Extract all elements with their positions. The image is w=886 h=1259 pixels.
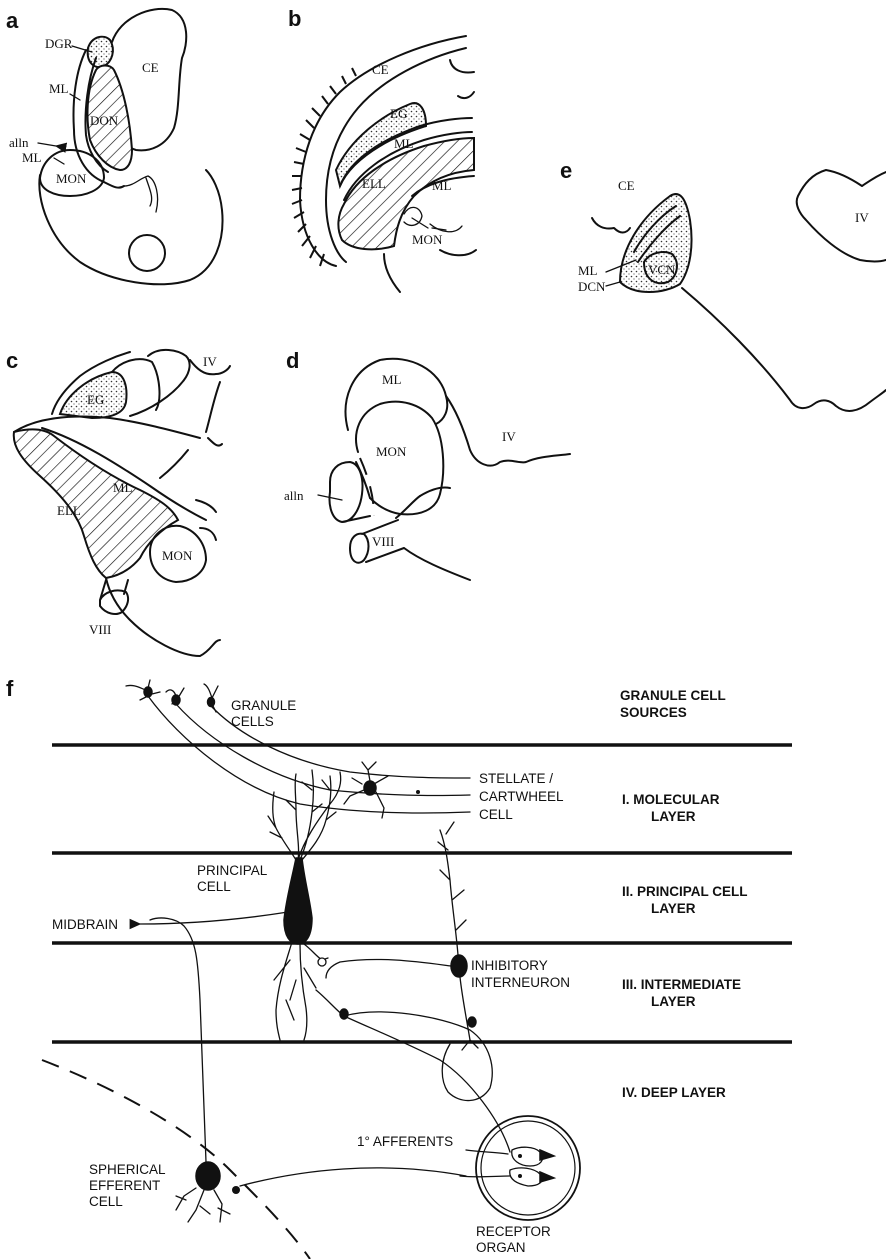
primary-afferents xyxy=(316,990,510,1154)
panel-a-alln-arrow xyxy=(38,143,56,146)
panel-c-ml-label: ML xyxy=(113,480,133,495)
panel-a-ml-top-label: ML xyxy=(49,81,69,96)
panel-e-cerebellum-edge xyxy=(592,218,630,233)
receptor-label-2: ORGAN xyxy=(476,1240,526,1255)
panel-d-alln-label: alln xyxy=(284,488,304,503)
panel-c-ell-label: ELL xyxy=(57,503,81,518)
panel-d-alln-tube xyxy=(330,462,371,522)
principal-cell xyxy=(268,770,341,1040)
panel-e-vcn-label: VCN xyxy=(648,262,676,277)
panel-a-letter: a xyxy=(6,8,19,33)
panel-b-lower-outline xyxy=(384,250,476,292)
panel-d-mon-label: MON xyxy=(376,444,407,459)
granule-cells-label-1: GRANULE xyxy=(231,698,296,713)
panel-b-ce-upper xyxy=(450,60,474,98)
panel-e-ce-label: CE xyxy=(618,178,635,193)
panel-e-dcn-region xyxy=(620,194,692,292)
panel-a-brainstem-outline xyxy=(39,170,222,284)
panel-c-eg-label: EG xyxy=(87,392,104,407)
panel-c-viii-label: VIII xyxy=(89,622,111,637)
spherical-label-3: CELL xyxy=(89,1194,123,1209)
panel-e-dcn-label: DCN xyxy=(578,279,606,294)
inhibitory-label-1: INHIBITORY xyxy=(471,958,548,973)
panel-a-dgr-label: DGR xyxy=(45,36,73,51)
midbrain-label: MIDBRAIN xyxy=(52,917,118,932)
panel-e-ml-label: ML xyxy=(578,263,598,278)
layer-sources-label-1: GRANULE CELL xyxy=(620,688,726,703)
panel-a-don-label: DON xyxy=(90,113,119,128)
panel-b-letter: b xyxy=(288,6,301,31)
stellate-label-3: CELL xyxy=(479,807,513,822)
panel-e-iv-label: IV xyxy=(855,210,869,225)
panel-b-mon-label: MON xyxy=(412,232,443,247)
panel-e-letter: e xyxy=(560,158,572,183)
panel-c-brainstem-outline xyxy=(106,578,220,656)
panel-d: d ML MON IV alln VIII xyxy=(284,348,570,580)
panel-c: c IV EG ML ELL MON VIII xyxy=(6,348,230,656)
receptor-label-1: RECEPTOR xyxy=(476,1224,551,1239)
panel-a-alln-label: alln xyxy=(9,135,29,150)
spherical-label-1: SPHERICAL xyxy=(89,1162,166,1177)
panel-d-letter: d xyxy=(286,348,299,373)
panel-b-ell-label: ELL xyxy=(362,176,386,191)
panel-b-ml-bottom-label: ML xyxy=(432,178,452,193)
panel-d-viii-label: VIII xyxy=(372,534,394,549)
panel-a-ml-bottom-label: ML xyxy=(22,150,42,165)
panel-c-iv-label: IV xyxy=(203,354,217,369)
panel-e-fourth-ventricle xyxy=(797,170,886,262)
layer-sources-label-2: SOURCES xyxy=(620,705,687,720)
panel-a-mon-label: MON xyxy=(56,171,87,186)
layer-intermediate-label-1: III. INTERMEDIATE xyxy=(622,977,741,992)
panel-b-ml-top-label: ML xyxy=(394,136,414,151)
panel-a-canal xyxy=(129,235,165,271)
stellate-label-2: CARTWHEEL xyxy=(479,789,564,804)
panel-a: a DGR CE ML DON alln ML MON xyxy=(6,8,223,284)
panel-d-brainstem-line xyxy=(420,487,450,496)
panel-f-letter: f xyxy=(6,676,14,701)
panel-f: f xyxy=(6,676,792,1259)
layer-principal-label-1: II. PRINCIPAL CELL xyxy=(622,884,748,899)
layer-deep-label: IV. DEEP LAYER xyxy=(622,1085,726,1100)
panel-b: b CE EG ML ELL ML MON xyxy=(288,6,476,292)
panel-a-ce-label: CE xyxy=(142,60,159,75)
panel-c-mon-label: MON xyxy=(162,548,193,563)
afferents-label: 1° AFFERENTS xyxy=(357,1134,453,1149)
inhibitory-interneuron xyxy=(326,822,478,1050)
layer-molecular-label-2: LAYER xyxy=(651,809,696,824)
panel-e: e CE IV ML DCN VCN xyxy=(560,158,886,411)
granule-cells-label-2: CELLS xyxy=(231,714,274,729)
panel-c-viii-nerve xyxy=(100,580,128,614)
panel-e-brainstem-outline xyxy=(682,288,886,411)
spherical-label-2: EFFERENT xyxy=(89,1178,160,1193)
panel-d-ml-label: ML xyxy=(382,372,402,387)
inhibitory-label-2: INTERNEURON xyxy=(471,975,570,990)
layer-principal-label-2: LAYER xyxy=(651,901,696,916)
panel-c-iv-outline xyxy=(190,360,230,446)
principal-label-2: CELL xyxy=(197,879,231,894)
layer-intermediate-label-2: LAYER xyxy=(651,994,696,1009)
panel-c-letter: c xyxy=(6,348,18,373)
layer-molecular-label-1: I. MOLECULAR xyxy=(622,792,720,807)
panel-a-nerve xyxy=(124,176,158,212)
principal-label-1: PRINCIPAL xyxy=(197,863,268,878)
panel-b-ce-label: CE xyxy=(372,62,389,77)
panel-d-iv-label: IV xyxy=(502,429,516,444)
panel-d-viii-nerve xyxy=(350,496,470,580)
stellate-cell xyxy=(344,762,420,818)
panel-b-eg-label: EG xyxy=(390,106,407,121)
stellate-label-1: STELLATE / xyxy=(479,771,553,786)
receptor-organ xyxy=(460,1116,580,1220)
